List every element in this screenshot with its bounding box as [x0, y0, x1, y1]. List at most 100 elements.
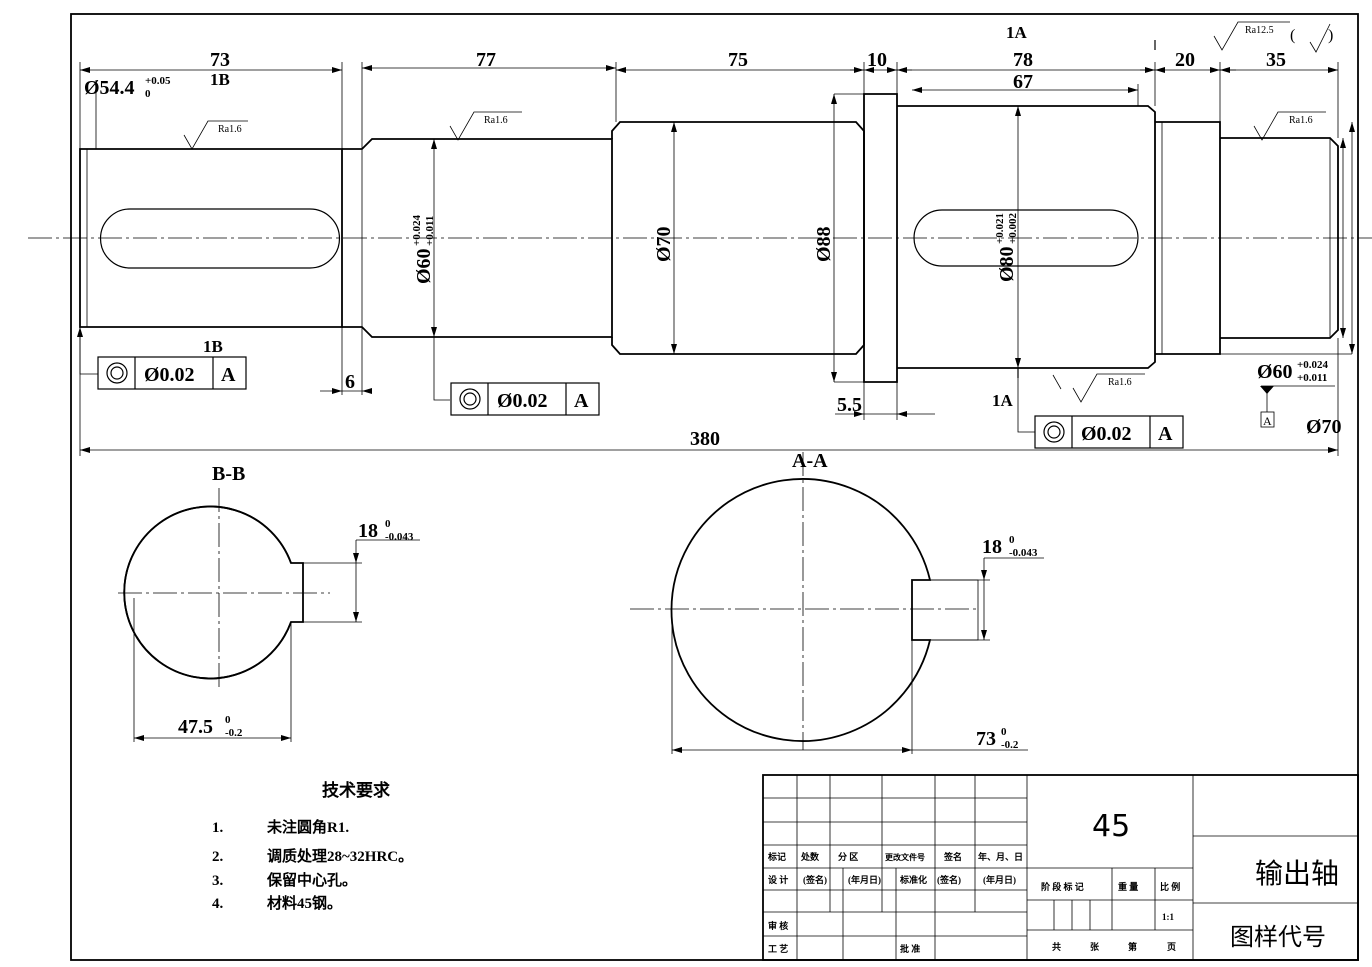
roughness-ra16-2: Ra1.6: [484, 115, 508, 126]
concentricity-icon: [106, 362, 128, 384]
diameter-54-4: Ø54.4: [84, 77, 135, 99]
diameter-70-right: Ø70: [1306, 416, 1342, 438]
tb-sheet-no: 第: [1128, 941, 1137, 952]
diameter-60-left: Ø60: [413, 248, 435, 284]
dim-73: 73: [210, 49, 230, 71]
dim-67: 67: [1013, 71, 1033, 93]
section-aa-label: A-A: [792, 450, 828, 472]
aa-key-width-tol-low: -0.043: [1009, 547, 1038, 559]
section-cut-marks: [1017, 40, 1156, 378]
technical-notes: 技术要求 1. 未注圆角R1. 2. 调质处理28~32HRC。 3. 保留中心…: [212, 780, 413, 912]
dim-77: 77: [476, 49, 496, 71]
tb-sheets-unit: 张: [1090, 941, 1100, 952]
note-num-4: 4.: [212, 896, 224, 912]
bb-depth-tol-low: -0.2: [225, 727, 243, 739]
dim-10: 10: [867, 49, 887, 71]
notes-title: 技术要求: [322, 780, 390, 800]
note-text-2: 调质处理28~32HRC。: [267, 847, 413, 865]
segment-d80: [897, 105, 1156, 369]
section-bb-label: B-B: [212, 463, 245, 485]
tb-mark: 标记: [767, 851, 786, 862]
roughness-paren-close: ): [1328, 27, 1333, 44]
roughness-ra16-3: Ra1.6: [1289, 115, 1313, 126]
dimension-arrows: [77, 65, 1355, 453]
diameter-60-right-tol-up: +0.024: [1297, 359, 1329, 371]
diameter-80-tol-low: +0.002: [1007, 212, 1019, 244]
dim-75: 75: [728, 49, 748, 71]
tb-design-sign: (签名): [803, 874, 827, 885]
datum-label-a: A: [1263, 414, 1272, 428]
section-mark-1a-bottom: 1A: [992, 391, 1014, 410]
tb-sheets-total: 共: [1052, 941, 1061, 952]
title-block: 标记 处数 分 区 更改文件号 签名 年、月、日 设 计 (签名) (年月日) …: [762, 774, 1359, 961]
roughness-symbols: [183, 21, 1331, 403]
shaft-main-view: [28, 93, 1372, 383]
tb-design-date: (年月日): [848, 874, 881, 885]
note-text-1: 未注圆角R1.: [266, 818, 349, 836]
aa-depth: 73: [976, 728, 996, 750]
tolerance-datum-1: A: [221, 364, 236, 386]
bb-depth: 47.5: [178, 716, 213, 738]
diameter-70: Ø70: [653, 226, 675, 262]
dim-5-5: 5.5: [837, 394, 862, 416]
diameter-60-left-tol-low: +0.011: [424, 216, 436, 246]
diameter-88: Ø88: [813, 226, 835, 262]
tb-part-name: 输出轴: [1255, 857, 1339, 890]
tb-count: 处数: [800, 851, 820, 862]
diameter-60-right-tol-low: +0.011: [1297, 372, 1327, 384]
tb-material: 45: [1092, 809, 1130, 844]
section-aa: A-A 18 0 -0.043 73 0 -0.2: [630, 450, 1044, 754]
tolerance-datum-2: A: [574, 390, 589, 412]
aa-depth-tol-low: -0.2: [1001, 739, 1019, 751]
tb-sign: 签名: [943, 851, 962, 862]
segment-d60-right: [1220, 137, 1339, 339]
note-text-4: 材料45钢。: [267, 894, 342, 912]
dim-20: 20: [1175, 49, 1195, 71]
roughness-labels: Ra1.6 Ra1.6 Ra1.6 Ra1.6 Ra12.5 ( ): [218, 25, 1333, 388]
concentricity-icon: [459, 388, 481, 410]
diameter-80: Ø80: [996, 246, 1018, 282]
tb-scale-value: 1:1: [1162, 912, 1174, 922]
diameter-54-4-tol-low: 0: [145, 88, 151, 100]
section-mark-1b-bottom: 1B: [203, 337, 223, 356]
tb-review: 审 核: [768, 920, 788, 931]
tb-weight: 重 量: [1118, 881, 1138, 892]
dim-78: 78: [1013, 49, 1033, 71]
bb-key-width: 18: [358, 520, 378, 542]
tb-design: 设 计: [768, 874, 788, 885]
bb-depth-tol-up: 0: [225, 714, 231, 726]
aa-key-width: 18: [982, 536, 1002, 558]
note-text-3: 保留中心孔。: [266, 871, 357, 889]
tolerance-value-2: Ø0.02: [497, 390, 548, 412]
tb-change-doc: 更改文件号: [885, 852, 925, 862]
roughness-ra16-4: Ra1.6: [1108, 377, 1132, 388]
note-num-3: 3.: [212, 873, 224, 889]
keyway-left: [99, 208, 341, 269]
dim-6: 6: [345, 371, 355, 393]
dimension-lines: [79, 62, 1353, 456]
concentricity-icon: [1043, 421, 1065, 443]
aa-key-width-tol-up: 0: [1009, 534, 1015, 546]
tb-date: 年、月、日: [978, 851, 1023, 862]
diameter-60-right: Ø60: [1257, 361, 1293, 383]
datum-box-a: [1260, 411, 1275, 428]
tb-sheet-unit: 页: [1167, 942, 1176, 952]
tb-process: 工 艺: [768, 943, 788, 954]
dim-380: 380: [690, 428, 720, 450]
roughness-ra16-1: Ra1.6: [218, 124, 242, 135]
tolerance-frame-1: Ø0.02 A: [97, 356, 247, 390]
keyway-right: [913, 209, 1139, 267]
tolerance-value-3: Ø0.02: [1081, 423, 1132, 445]
note-num-1: 1.: [212, 820, 224, 836]
tb-scale-label: 比 例: [1160, 881, 1180, 892]
bb-key-width-tol-up: 0: [385, 518, 391, 530]
drawing-frame: [70, 13, 1359, 961]
section-mark-1a-top: 1A: [1006, 23, 1028, 42]
tolerance-datum-3: A: [1158, 423, 1173, 445]
dimension-labels: 73 77 75 10 78 67 20 35 380 6 5.5 Ø54.4 …: [84, 23, 1342, 450]
section-bb: B-B 18 0 -0.043 47.5 0 -0.2: [118, 463, 420, 742]
tb-standard-sign: (签名): [937, 874, 961, 885]
roughness-ra125: Ra12.5: [1245, 25, 1274, 36]
dim-35: 35: [1266, 49, 1286, 71]
